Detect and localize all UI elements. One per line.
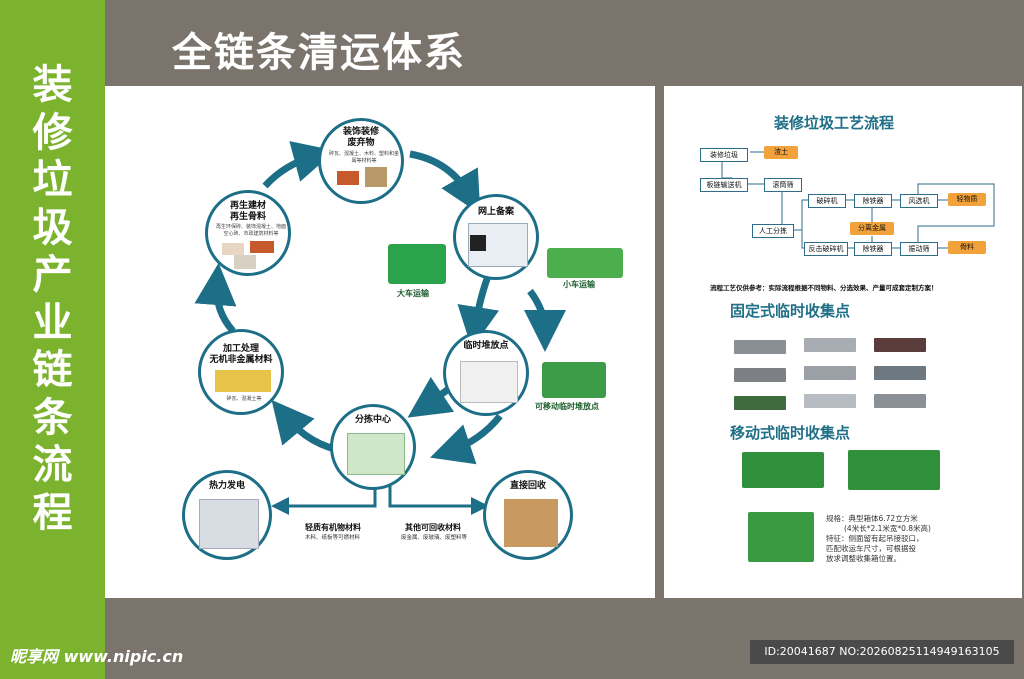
arrow-to-recycle [388,486,489,515]
light-organic-note: 木料、纸板等可燃材料 [305,535,361,541]
watermark: 昵享网 www.nipic.cn [10,647,184,666]
flow-box-crusher: 破碎机 [808,194,846,208]
fixed-container-2 [804,338,856,352]
arrow-3-4b [430,413,503,465]
vertical-title-text: 装修垃圾产业链条流程 [32,62,73,536]
node-direct-recycle: 直接回收 [483,470,573,560]
sorting-facility-image [347,433,405,475]
mobile-container-icon [542,362,606,398]
light-organic-label: 轻质有机物材料 [305,523,361,532]
node-direct-recycle-title: 直接回收 [509,481,546,491]
fixed-container-1 [734,340,786,354]
node-power-generation-title: 热力发电 [208,481,245,491]
node-processing-title2: 无机非金属材料 [209,355,273,365]
node-decor-waste-title2: 废弃物 [347,138,375,148]
storage-room-image [460,361,518,403]
small-truck-label: 小车运输 [563,280,595,289]
sidebar-band [0,0,105,679]
arrow-6-1 [262,141,336,189]
node-recycled-material-title2: 再生骨料 [229,212,266,222]
flow-box-drum-screen: 滚筒筛 [764,178,802,192]
other-recycle-note: 废金属、废玻璃、废塑料等 [401,535,468,541]
mobile-container-image-1 [742,452,824,488]
flow-box-input: 装修垃圾 [700,148,748,162]
spec-line-4: 匹配收运车尺寸，可根据投 [826,544,916,553]
flow-box-separated-metal: 分离金属 [850,222,894,235]
flow-box-light-material: 轻物质 [948,193,986,206]
arrow-2-3 [523,288,566,352]
crusher-machine-image [215,370,271,392]
tile-icon [222,243,244,255]
flow-box-manual-sorting: 人工分拣 [752,224,794,238]
mobile-collection-title: 移动式临时收集点 [730,424,851,442]
node-decor-waste-note: 碎瓦、混凝土、木料、塑料和金属等材料等 [328,151,399,164]
window-icon [365,167,387,187]
node-recycled-material-title1: 再生建材 [229,201,266,211]
node-processing: 加工处理 无机非金属材料 碎瓦、混凝土等 [198,329,284,415]
big-truck-label: 大车运输 [397,289,429,298]
fixed-container-3 [874,338,926,352]
flow-box-impact-crusher: 反击破碎机 [804,242,848,256]
node-sorting-center: 分拣中心 [330,404,416,490]
qr-code-icon [470,235,486,251]
fixed-container-4 [734,368,786,382]
spec-text: 规格：典型箱体6.72立方米 (4米长*2.1米宽*0.8米高) 特征：侧面留有… [826,514,931,564]
flow-box-aggregate: 骨料 [948,241,986,254]
main-title: 全链条清运体系 [172,30,466,76]
power-plant-image [199,499,259,549]
node-recycled-material-note: 再生环保砖、装饰混凝土、地面空心砖、市政建筑材料等 [215,224,286,237]
vertical-title: 装修垃圾产业链条流程 [0,62,105,537]
spec-line-2: (4米长*2.1米宽*0.8米高) [844,524,931,533]
node-power-generation: 热力发电 [182,470,272,560]
arrow-5-6 [194,263,237,334]
node-decor-waste-title1: 装饰装修 [342,127,379,137]
arrow-2-3b [457,269,499,349]
arrow-to-power [271,486,377,515]
node-temp-storage: 临时堆放点 [443,330,529,416]
fixed-container-6 [874,366,926,380]
brick-icon [337,171,359,185]
node-online-filing-title: 网上备案 [477,207,514,217]
process-connectors [721,151,995,249]
brick-icon [250,241,274,253]
big-truck-icon [388,244,446,284]
node-processing-note: 碎瓦、混凝土等 [226,396,262,402]
recycle-box-image [504,499,558,547]
node-processing-title1: 加工处理 [222,344,259,354]
spec-line-5: 放求调整收集箱位置。 [826,554,901,563]
fixed-container-8 [804,394,856,408]
process-panel: 装修垃圾工艺流程 装修垃圾 渣土 板链输送机 滚筒筛 人工分拣 破碎机 除铁器 … [664,86,1022,598]
flow-box-air-separator: 风选机 [900,194,938,208]
small-truck-icon [547,248,623,278]
hook-lift-truck-image [748,512,814,562]
other-recycle-label: 其他可回收材料 [405,523,461,532]
fixed-container-7 [734,396,786,410]
node-temp-storage-title: 临时堆放点 [463,341,509,351]
flow-box-residue: 渣土 [764,146,798,159]
flow-box-conveyor: 板链输送机 [700,178,748,192]
process-note: 流程工艺仅供参考：实际流程根据不同物料、分选效果、产量可成套定制方案！ [710,284,938,292]
flow-box-vibrating-screen: 振动筛 [900,242,938,256]
spec-line-1: 规格：典型箱体6.72立方米 [826,514,918,523]
hollow-block-icon [234,255,256,269]
node-decor-waste: 装饰装修 废弃物 碎瓦、混凝土、木料、塑料和金属等材料等 [318,118,404,204]
node-sorting-center-title: 分拣中心 [354,415,391,425]
flow-box-iron-remover-1: 除铁器 [854,194,892,208]
arrow-1-2 [409,150,481,215]
fixed-collection-title: 固定式临时收集点 [730,302,851,320]
flow-box-iron-remover-2: 除铁器 [854,242,892,256]
cycle-diagram-panel: 装饰装修 废弃物 碎瓦、混凝土、木料、塑料和金属等材料等 网上备案 临时堆放点 … [105,86,655,598]
spec-line-3: 特征：侧面留有起吊接驳口， [826,534,924,543]
node-recycled-material: 再生建材 再生骨料 再生环保砖、装饰混凝土、地面空心砖、市政建筑材料等 [205,190,291,276]
fixed-container-9 [874,394,926,408]
node-online-filing: 网上备案 [453,194,539,280]
mobile-container-image-2 [848,450,940,490]
process-title: 装修垃圾工艺流程 [774,114,895,132]
id-bar: ID:20041687 NO:20260825114949163105 [750,640,1014,664]
mobile-container-label: 可移动临时堆放点 [535,402,599,411]
fixed-container-5 [804,366,856,380]
